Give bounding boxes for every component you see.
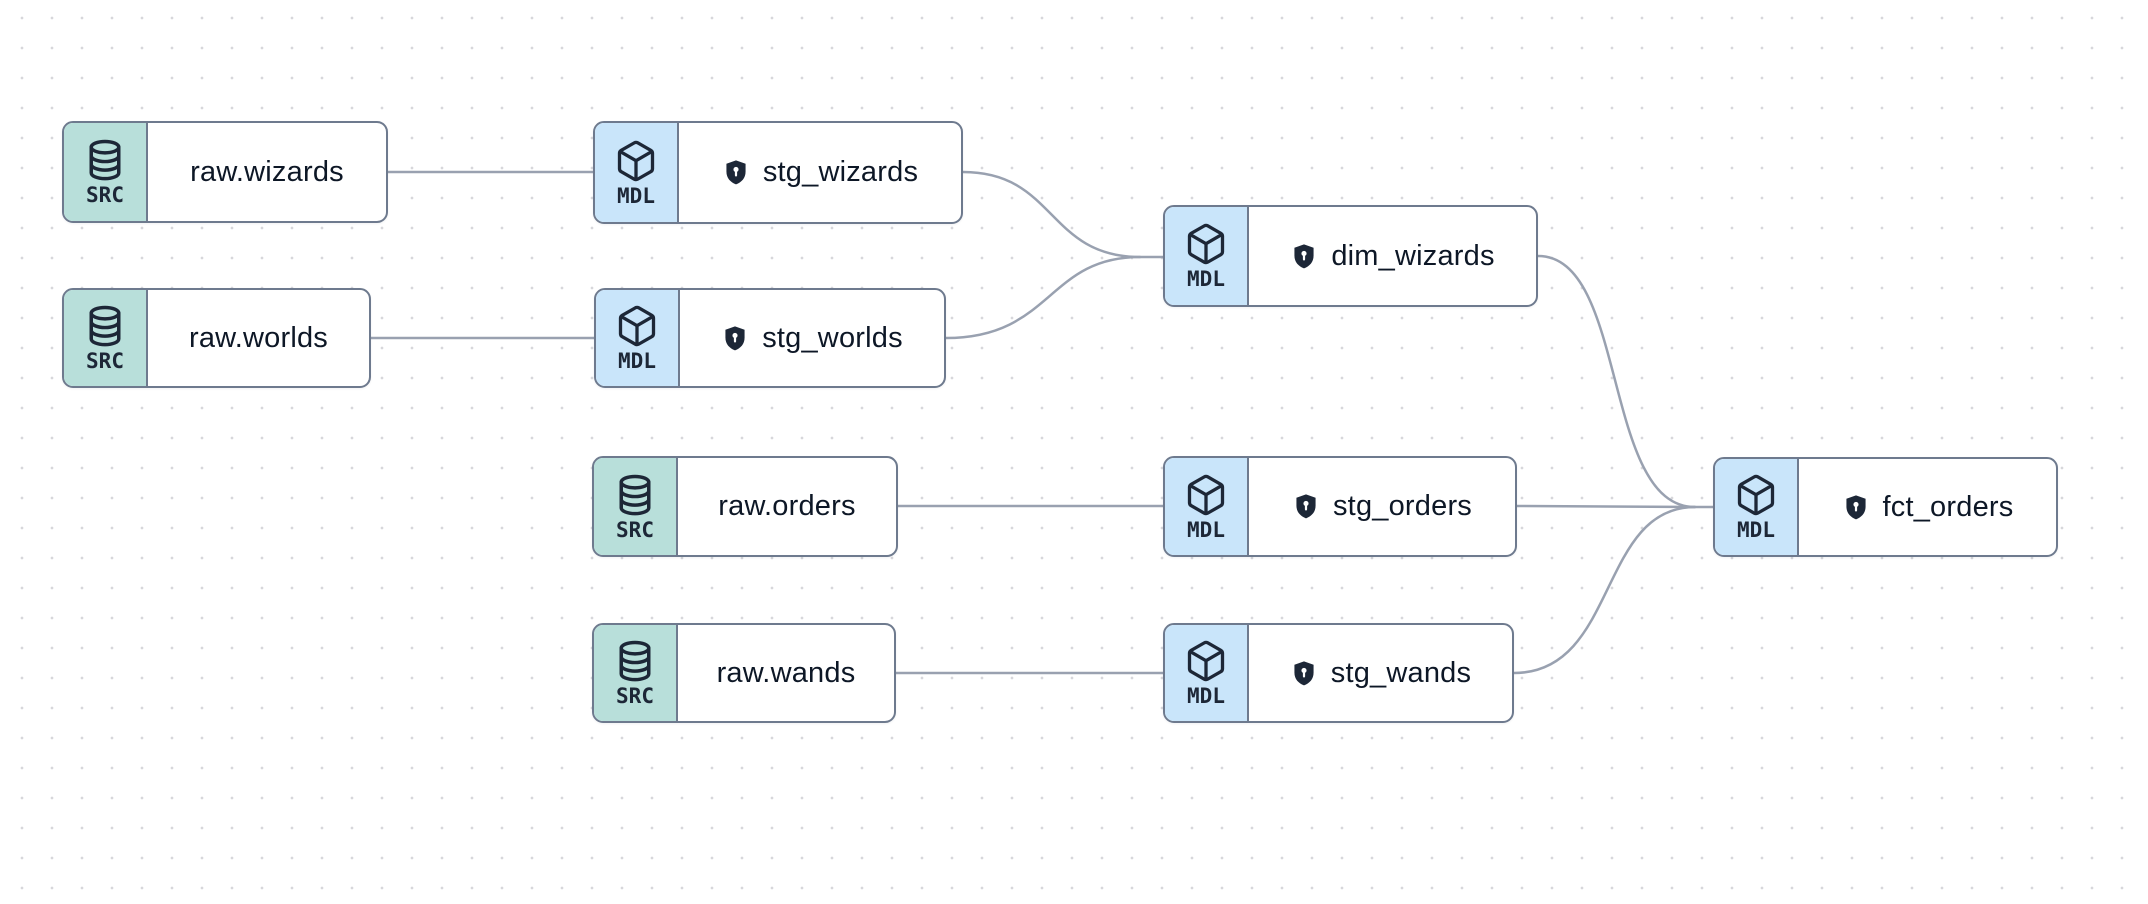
shield-lock-icon — [721, 323, 749, 354]
node-body: dim_wizards — [1249, 207, 1536, 305]
node-type-badge: MDL — [1165, 458, 1249, 555]
node-stg-wizards[interactable]: MDL stg_wizards — [593, 121, 963, 224]
cube-icon — [1184, 222, 1228, 266]
node-body: stg_wizards — [679, 123, 961, 222]
node-type-label: SRC — [616, 517, 654, 542]
node-body: raw.orders — [678, 458, 896, 555]
node-body: stg_orders — [1249, 458, 1515, 555]
edge-dim-wizards-to-fct-orders — [1536, 254, 1716, 509]
node-body: fct_orders — [1799, 459, 2056, 555]
node-type-label: SRC — [86, 349, 124, 373]
shield-lock-icon — [1842, 492, 1870, 523]
database-icon — [613, 473, 657, 517]
node-type-label: SRC — [86, 183, 124, 207]
node-type-label: MDL — [1187, 684, 1225, 708]
node-raw-wizards[interactable]: SRC raw.wizards — [62, 121, 388, 223]
node-label: stg_wizards — [762, 156, 919, 188]
cube-icon — [615, 304, 659, 348]
node-type-label: MDL — [1187, 517, 1225, 542]
node-type-label: MDL — [1737, 518, 1775, 542]
node-body: raw.worlds — [148, 290, 369, 386]
node-type-label: MDL — [618, 349, 656, 373]
node-label: stg_orders — [1332, 490, 1472, 522]
node-type-badge: SRC — [64, 290, 148, 386]
database-icon — [83, 138, 127, 182]
database-icon — [613, 639, 657, 683]
node-body: raw.wands — [678, 625, 894, 721]
node-raw-wands[interactable]: SRC raw.wands — [592, 623, 896, 723]
edge-stg-wands-to-fct-orders — [1512, 505, 1697, 675]
cube-icon — [1184, 473, 1228, 517]
edge-stg-orders-to-fct-orders — [1515, 504, 1697, 509]
node-label: stg_wands — [1330, 656, 1472, 689]
node-type-badge: SRC — [64, 123, 148, 221]
cube-icon — [1734, 473, 1778, 517]
cube-icon — [614, 139, 658, 183]
node-body: stg_worlds — [680, 290, 944, 386]
node-type-label: MDL — [1187, 267, 1225, 291]
edge-stg-wizards-to-dim-wizards — [961, 170, 1166, 259]
node-label: raw.worlds — [189, 321, 328, 354]
cube-icon — [1184, 639, 1228, 683]
node-type-label: MDL — [617, 183, 655, 208]
node-type-badge: MDL — [596, 290, 680, 386]
node-label: fct_orders — [1882, 490, 2014, 523]
node-label: stg_worlds — [762, 321, 903, 354]
node-raw-orders[interactable]: SRC raw.orders — [592, 456, 898, 557]
edge-stg-worlds-to-dim-wizards — [944, 255, 1142, 340]
node-label: raw.wizards — [190, 155, 344, 188]
node-stg-orders[interactable]: MDL stg_orders — [1163, 456, 1517, 557]
node-body: raw.wizards — [148, 123, 386, 221]
shield-lock-icon — [722, 157, 750, 188]
node-stg-worlds[interactable]: MDL stg_worlds — [594, 288, 946, 388]
node-type-badge: SRC — [594, 625, 678, 721]
node-type-badge: MDL — [1165, 207, 1249, 305]
database-icon — [83, 304, 127, 348]
node-dim-wizards[interactable]: MDL dim_wizards — [1163, 205, 1538, 307]
node-stg-wands[interactable]: MDL stg_wands — [1163, 623, 1514, 723]
node-label: raw.orders — [718, 490, 856, 522]
node-label: dim_wizards — [1331, 239, 1495, 272]
node-type-badge: MDL — [595, 123, 679, 222]
node-label: raw.wands — [716, 656, 856, 689]
node-body: stg_wands — [1249, 625, 1512, 721]
node-type-label: SRC — [616, 684, 654, 708]
node-fct-orders[interactable]: MDL fct_orders — [1713, 457, 2058, 557]
shield-lock-icon — [1290, 241, 1318, 272]
shield-lock-icon — [1290, 658, 1318, 689]
node-type-badge: SRC — [594, 458, 678, 555]
node-type-badge: MDL — [1165, 625, 1249, 721]
shield-lock-icon — [1292, 491, 1320, 522]
node-type-badge: MDL — [1715, 459, 1799, 555]
node-raw-worlds[interactable]: SRC raw.worlds — [62, 288, 371, 388]
